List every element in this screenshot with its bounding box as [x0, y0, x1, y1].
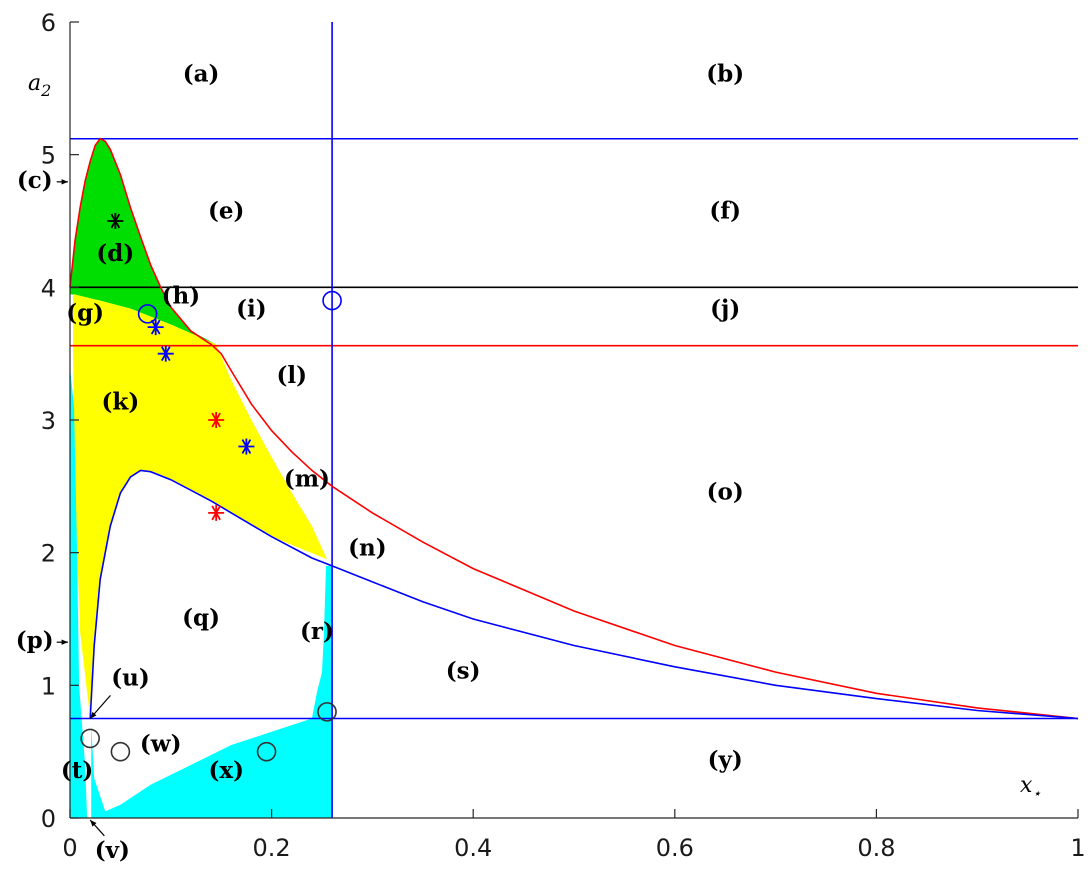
region-label-14: (o) — [707, 479, 744, 506]
region-label-12: (m) — [284, 465, 330, 492]
x-tick-label-4: 0.8 — [857, 834, 895, 862]
x-tick-label-1: 0.2 — [253, 834, 291, 862]
circle-marker-7 — [322, 290, 342, 311]
region-label-0: (a) — [183, 61, 220, 88]
region-label-2: (c) — [17, 167, 53, 194]
region-label-15: (p) — [16, 627, 54, 654]
x-tick-label-0: 0 — [62, 834, 77, 862]
region-label-13: (n) — [348, 534, 387, 561]
region-label-9: (j) — [710, 296, 740, 323]
region-label-24: (y) — [708, 747, 743, 774]
star-marker-5 — [208, 504, 225, 521]
curve-blue — [89, 469, 1079, 720]
region-label-17: (r) — [300, 618, 334, 645]
filled-region-0 — [70, 138, 217, 345]
star-marker-3 — [208, 412, 225, 428]
region-label-4: (e) — [208, 197, 244, 224]
y-tick-label-0: 0 — [41, 805, 56, 833]
arrow-head-20 — [90, 711, 97, 719]
circle-marker-8 — [317, 702, 337, 722]
y-tick-label-2: 2 — [41, 540, 56, 568]
region-label-18: (s) — [446, 658, 481, 685]
star-marker-1 — [147, 319, 164, 336]
y-tick-label-3: 3 — [41, 407, 56, 435]
region-label-8: (i) — [236, 296, 267, 323]
x-tick-label-5: 1 — [1070, 834, 1085, 862]
curves-layer — [69, 137, 1079, 720]
region-label-16: (q) — [182, 605, 220, 632]
star-marker-2 — [157, 345, 174, 362]
region-label-11: (l) — [277, 362, 308, 389]
filled-region-2 — [70, 366, 333, 818]
region-label-6: (g) — [66, 300, 104, 327]
labels-layer: (a) (b) (c) (d) (e) (f) (g) (h) (i) (j) (k) (l) (m) (… — [16, 61, 744, 864]
arrow-head-2 — [61, 179, 68, 185]
region-label-7: (h) — [162, 282, 201, 309]
star-marker-0 — [107, 213, 124, 229]
circle-marker-11 — [256, 741, 277, 762]
arrow-head-15 — [61, 639, 68, 645]
star-marker-4 — [238, 438, 255, 455]
region-label-22: (w) — [140, 731, 182, 758]
region-label-3: (d) — [96, 240, 134, 267]
reference-lines-layer — [70, 22, 1078, 818]
circle-marker-6 — [137, 304, 158, 324]
axes-layer: 0 0.2 0.4 0.6 0.8 1 0 1 2 3 4 5 6 a2 x⋆ — [28, 9, 1086, 862]
y-axis-label: a2 — [28, 71, 51, 100]
circle-marker-10 — [110, 741, 131, 762]
curve-red — [69, 137, 1079, 720]
x-tick-label-3: 0.6 — [656, 834, 694, 862]
circle-marker-9 — [80, 728, 100, 749]
region-label-10: (k) — [102, 388, 140, 415]
region-label-21: (v) — [95, 837, 130, 864]
x-tick-label-2: 0.4 — [454, 834, 492, 862]
x-axis-label: x⋆ — [1020, 773, 1041, 802]
y-tick-label-4: 4 — [41, 274, 56, 302]
y-tick-label-6: 6 — [41, 9, 56, 37]
region-label-23: (x) — [208, 757, 243, 784]
region-label-20: (u) — [111, 664, 150, 691]
markers-layer — [80, 213, 342, 762]
y-tick-label-5: 5 — [41, 142, 56, 170]
filled-region-1 — [73, 294, 327, 719]
region-label-1: (b) — [706, 61, 744, 88]
region-label-19: (t) — [61, 757, 93, 784]
filled-regions-layer — [70, 138, 333, 818]
region-label-5: (f) — [709, 197, 741, 224]
y-tick-label-1: 1 — [41, 672, 56, 700]
arrow-head-21 — [90, 820, 97, 827]
